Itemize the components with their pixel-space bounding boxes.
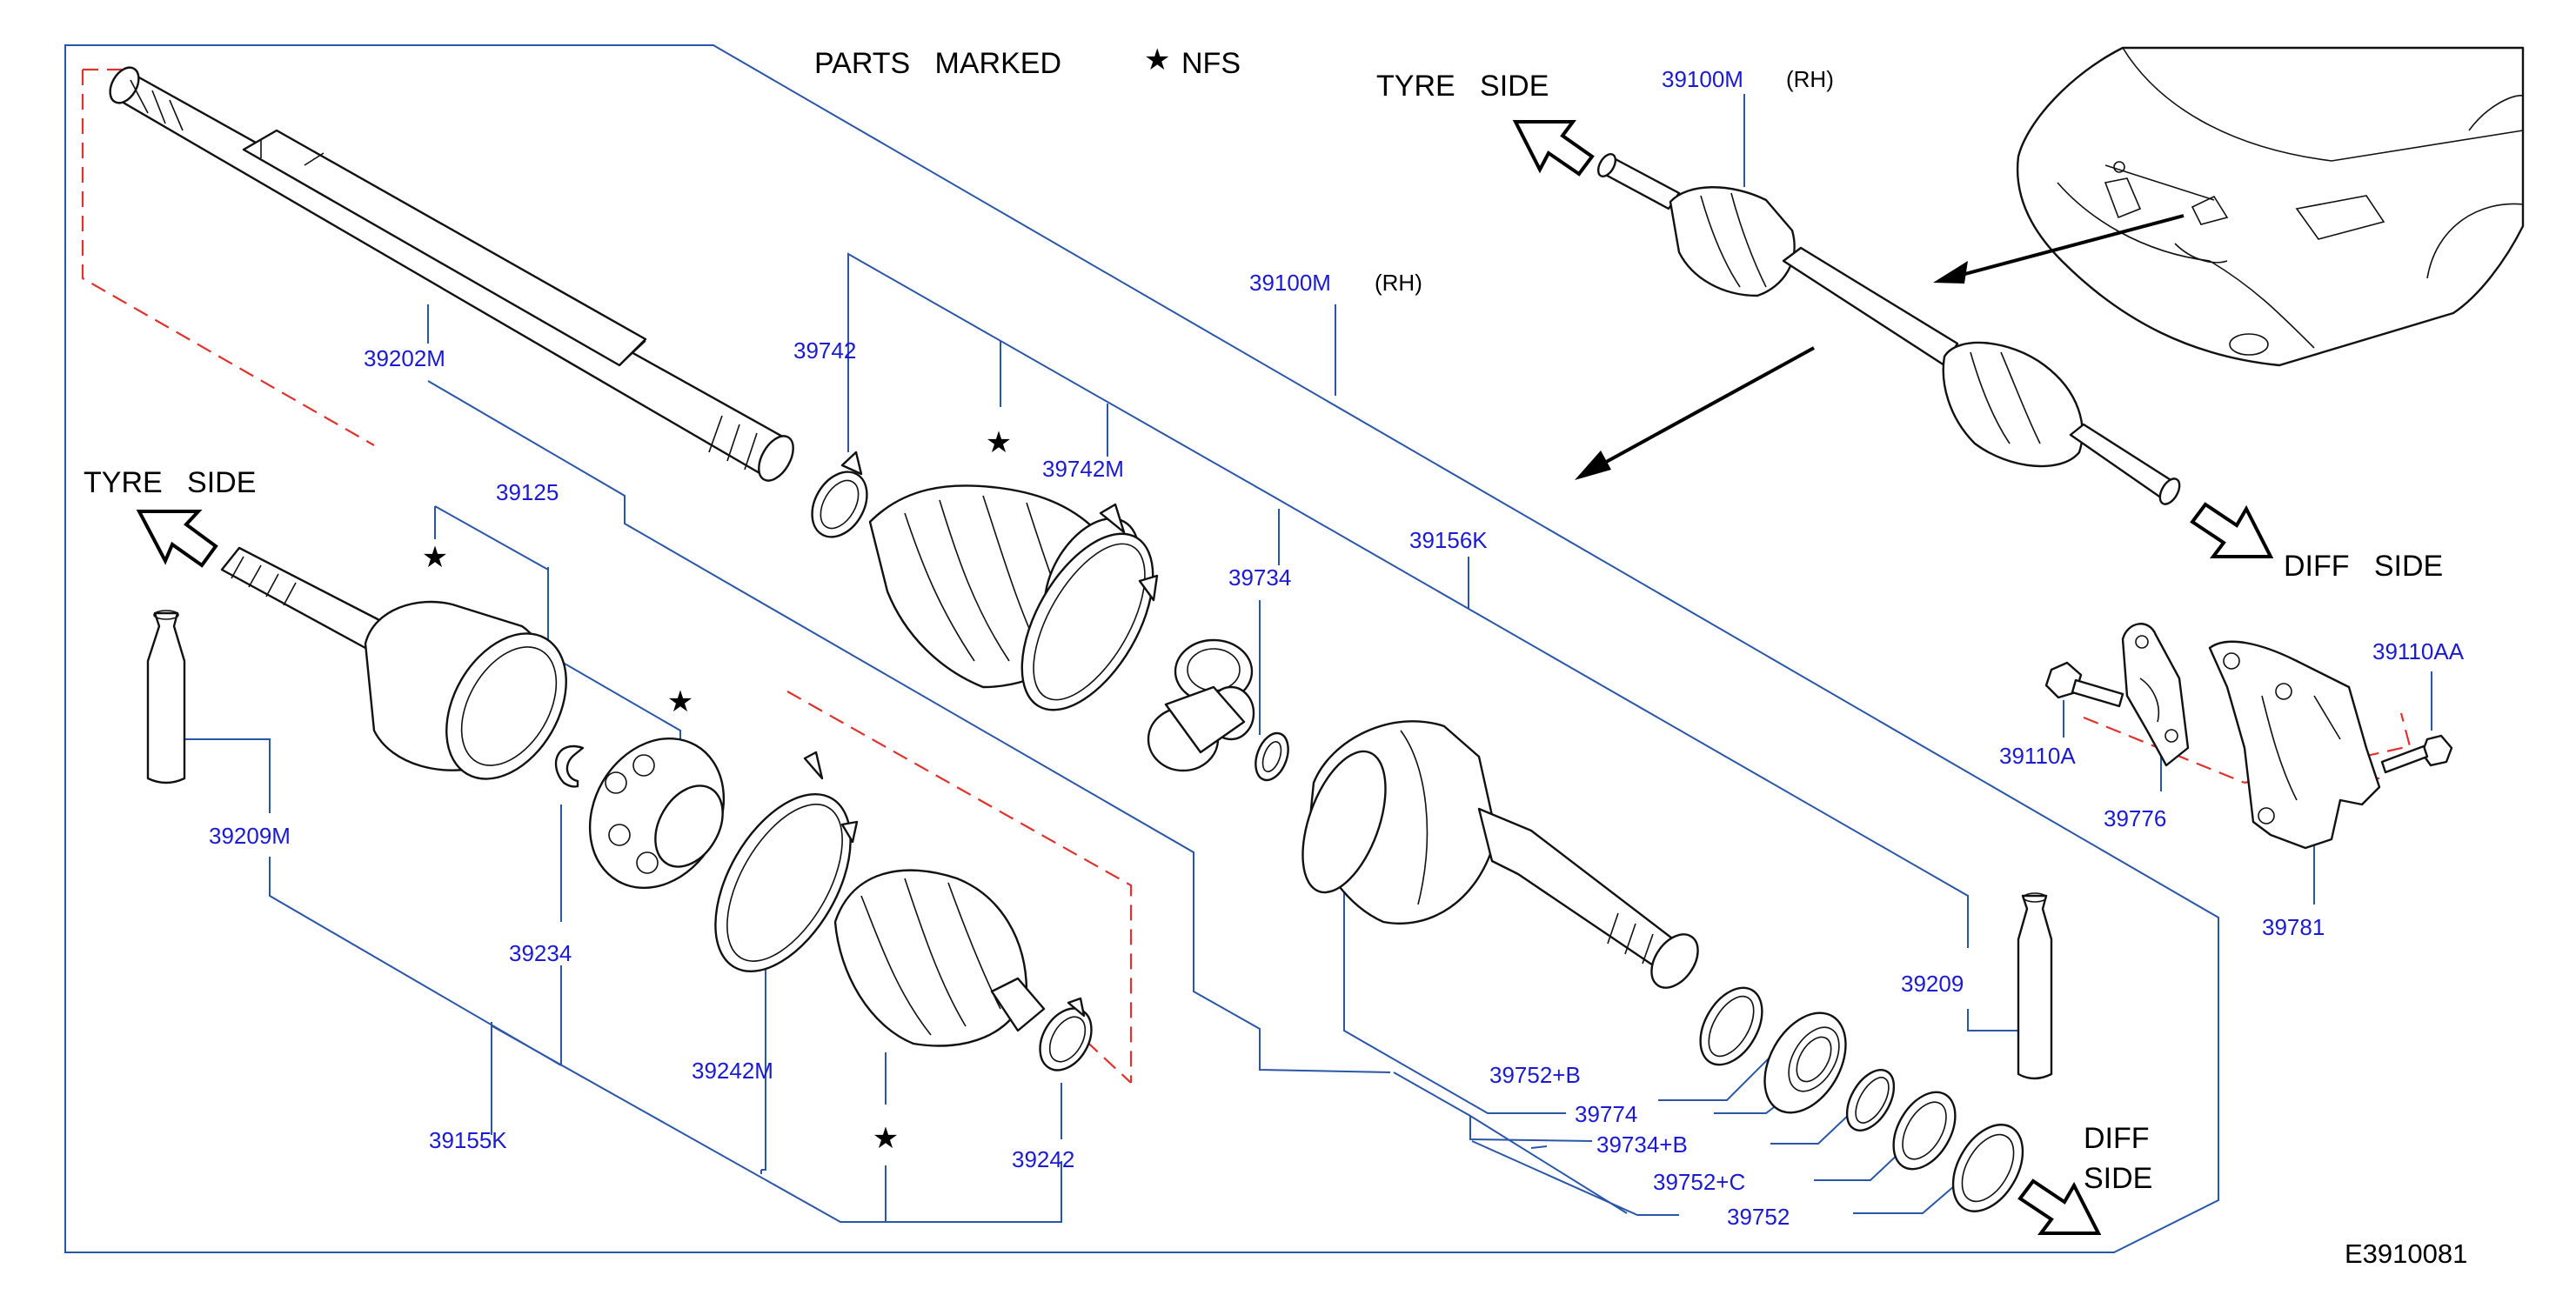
part-number: 39100M xyxy=(1249,270,1331,296)
grease-tube-39209 xyxy=(2017,892,2053,1080)
part-number: 39742 xyxy=(793,337,856,364)
diagram-code: E3910081 xyxy=(2345,1238,2467,1269)
bracket-39781 xyxy=(2208,640,2381,850)
legend-suffix: NFS xyxy=(1181,47,1241,80)
part-number: 39242 xyxy=(1012,1146,1074,1172)
housing-39156K xyxy=(1301,720,1699,989)
shaft-39202M xyxy=(109,66,794,482)
part-number: 39774 xyxy=(1575,1101,1637,1127)
tyre-side-arrow-icon xyxy=(1512,120,1595,177)
ball-cage-39125 xyxy=(588,737,726,890)
assembly-frame xyxy=(64,44,2219,1253)
bracket-assembly xyxy=(2044,623,2453,850)
part-number: 39242M xyxy=(692,1058,773,1084)
tyre-side-label: TYRE SIDE xyxy=(1376,70,1549,103)
diff-side-arrow-icon xyxy=(2017,1178,2102,1235)
part-number: 39209M xyxy=(209,823,291,849)
part-number: 39781 xyxy=(2262,914,2325,940)
tyre-side-label: TYRE SIDE xyxy=(84,466,256,499)
part-number: 39125 xyxy=(496,479,559,505)
boot-lower xyxy=(833,869,1046,1047)
part-number: 39752+B xyxy=(1489,1062,1581,1088)
driveshaft-overview xyxy=(1596,153,2181,505)
diff-side-arrow-icon xyxy=(2190,502,2274,558)
part-number: 39209 xyxy=(1901,971,1964,997)
direction-labels: TYRE SIDE TYRE SIDE DIFF SIDE DIFF SIDE xyxy=(84,70,2443,1195)
bolt-39110AA xyxy=(2380,734,2453,774)
ring-39752C xyxy=(1892,1091,1957,1171)
diff-side-label: DIFF xyxy=(2084,1122,2150,1155)
diff-side-label: DIFF SIDE xyxy=(2284,550,2443,583)
nfs-marks: ★ ★ ★ ★ xyxy=(422,426,1012,1155)
part-side-note: (RH) xyxy=(1786,66,1834,92)
snap-ring-39156K xyxy=(1255,731,1289,782)
plate-39776 xyxy=(2121,623,2190,767)
part-number: 39155K xyxy=(429,1127,507,1153)
part-number: 39234 xyxy=(509,940,572,966)
part-number: 39734 xyxy=(1228,564,1291,591)
part-number: 39752+C xyxy=(1653,1169,1745,1195)
legend-star-icon: ★ xyxy=(1144,43,1170,77)
seal-39752 xyxy=(1951,1124,2024,1212)
part-number: 39734+B xyxy=(1596,1131,1688,1158)
part-number: 39752 xyxy=(1727,1204,1790,1230)
part-side-note: (RH) xyxy=(1375,270,1422,296)
part-callouts: 39100M (RH) 39100M (RH) 39202M 39742 397… xyxy=(209,66,2465,1230)
band-39242M xyxy=(714,751,859,973)
part-number: 39110A xyxy=(1999,743,2076,769)
diff-side-label: SIDE xyxy=(2084,1162,2152,1195)
clamp-39742M xyxy=(1020,503,1159,711)
nfs-star-icon: ★ xyxy=(873,1122,899,1155)
part-number: 39110AA xyxy=(2372,638,2465,664)
part-number: 39776 xyxy=(2104,805,2166,831)
direction-arrows xyxy=(1575,214,2185,480)
clamp-39242 xyxy=(1039,997,1093,1071)
legend-prefix: PARTS MARKED xyxy=(814,47,1061,80)
clamp-39742 xyxy=(811,451,868,538)
tripod-39734 xyxy=(1147,638,1255,772)
circlip-39234 xyxy=(554,744,585,788)
nfs-star-icon: ★ xyxy=(422,541,448,574)
part-number: 39156K xyxy=(1409,527,1488,553)
legend: PARTS MARKED ★ NFS xyxy=(814,43,1241,80)
vehicle-silhouette xyxy=(2016,46,2525,367)
snap-ring-39734B xyxy=(1845,1069,1896,1131)
ring-39752B xyxy=(1699,986,1763,1066)
outer-joint-39155K xyxy=(220,546,567,780)
bolt-39110A xyxy=(2044,661,2124,708)
hollow-arrow-icons xyxy=(136,120,2274,1235)
bearing-39774 xyxy=(1763,1011,1847,1114)
nfs-star-icon: ★ xyxy=(667,685,693,718)
tyre-side-arrow-icon xyxy=(136,510,218,568)
nfs-star-icon: ★ xyxy=(986,426,1012,459)
part-number: 39202M xyxy=(364,345,445,371)
grease-tube-39209M xyxy=(146,610,186,784)
part-number: 39100M xyxy=(1662,66,1743,92)
part-number: 39742M xyxy=(1042,456,1124,482)
